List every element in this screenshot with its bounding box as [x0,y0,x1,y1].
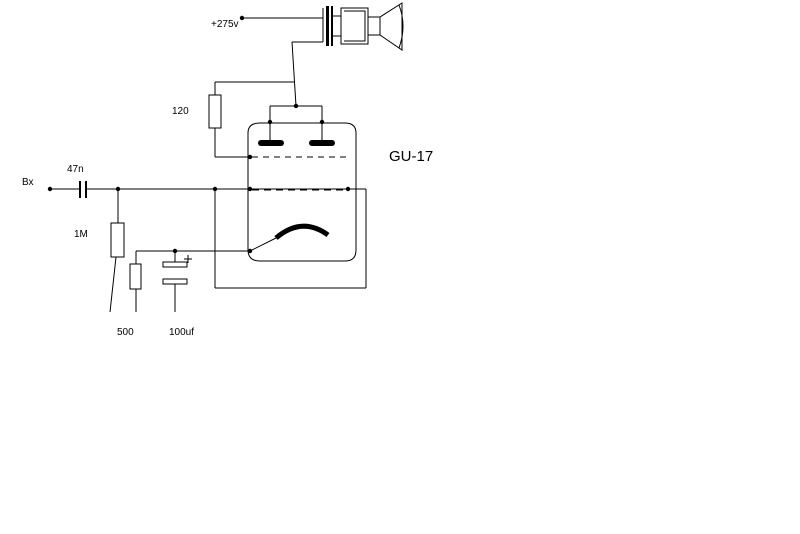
anode-plate-left [258,140,284,146]
anode-plate-right [309,140,335,146]
anode-resistor-label: 120 [172,106,189,117]
grid-wiring [87,186,351,192]
screen-grid-loop [214,188,367,289]
input-capacitor-label: 47n [67,164,84,175]
input-capacitor-47n [79,181,87,198]
cathode-capacitor-label: 100uf [169,327,194,338]
supply-voltage-label: +275v [211,19,239,30]
loudspeaker-icon [340,2,404,51]
input-label: Вх [22,177,34,188]
tube-gu17 [247,122,357,262]
cathode-wiring [135,248,253,264]
cathode-arc [274,223,330,240]
cathode-resistor-500 [129,263,142,312]
anode-wiring [267,103,325,141]
grid-resistor-1m [109,189,125,313]
grid-resistor-label: 1M [74,229,88,240]
tube-label: GU-17 [389,148,433,165]
anode-resistor-120 [208,81,294,160]
supply-terminal [239,15,323,21]
input-wiring [47,186,79,192]
cathode-capacitor-100uf [162,255,192,312]
output-transformer [291,6,341,107]
cathode-resistor-label: 500 [117,327,134,338]
